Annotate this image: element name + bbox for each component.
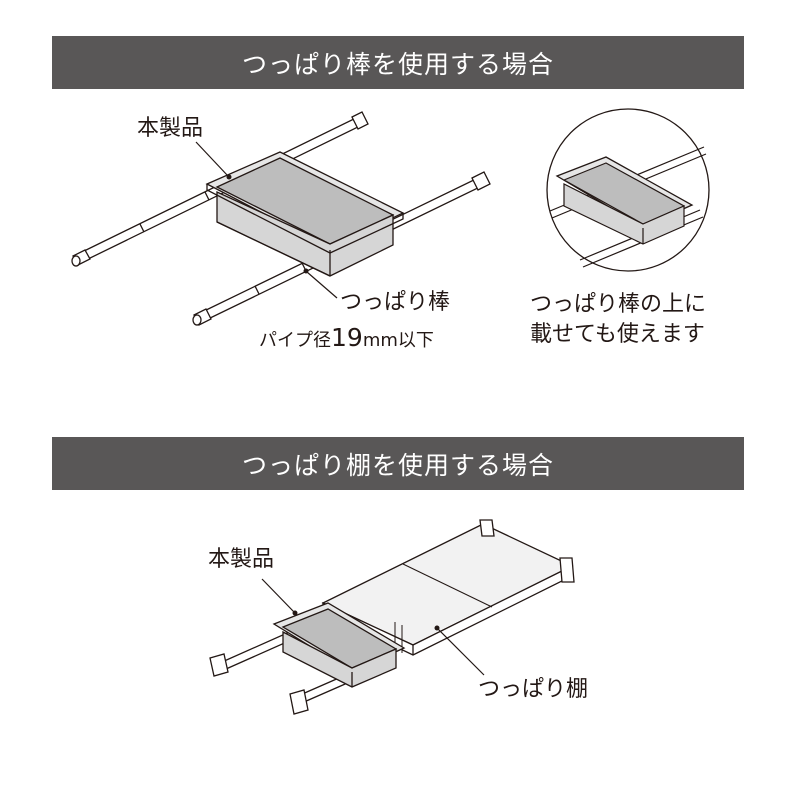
pipe-spec: パイプ径19mm以下: [259, 325, 434, 350]
detail-circle: [546, 108, 710, 272]
label-shelf: つっぱり棚: [478, 677, 589, 702]
label-product-2: 本製品: [208, 547, 275, 572]
note-line-2: 載せても使えます: [530, 322, 705, 347]
label-product-1: 本製品: [137, 116, 204, 141]
tray-product-2: [272, 602, 406, 688]
note-line-1: つっぱり棒の上に: [530, 292, 707, 317]
section-rod-title: つっぱり棒を使用する場合: [52, 36, 744, 89]
pipe-spec-prefix: パイプ径: [259, 330, 331, 351]
label-rod: つっぱり棒: [340, 290, 451, 315]
tray-product: [205, 151, 405, 277]
pipe-spec-value: 19: [331, 323, 363, 352]
pipe-spec-suffix: mm以下: [362, 330, 434, 351]
section-shelf-title: つっぱり棚を使用する場合: [52, 437, 744, 490]
